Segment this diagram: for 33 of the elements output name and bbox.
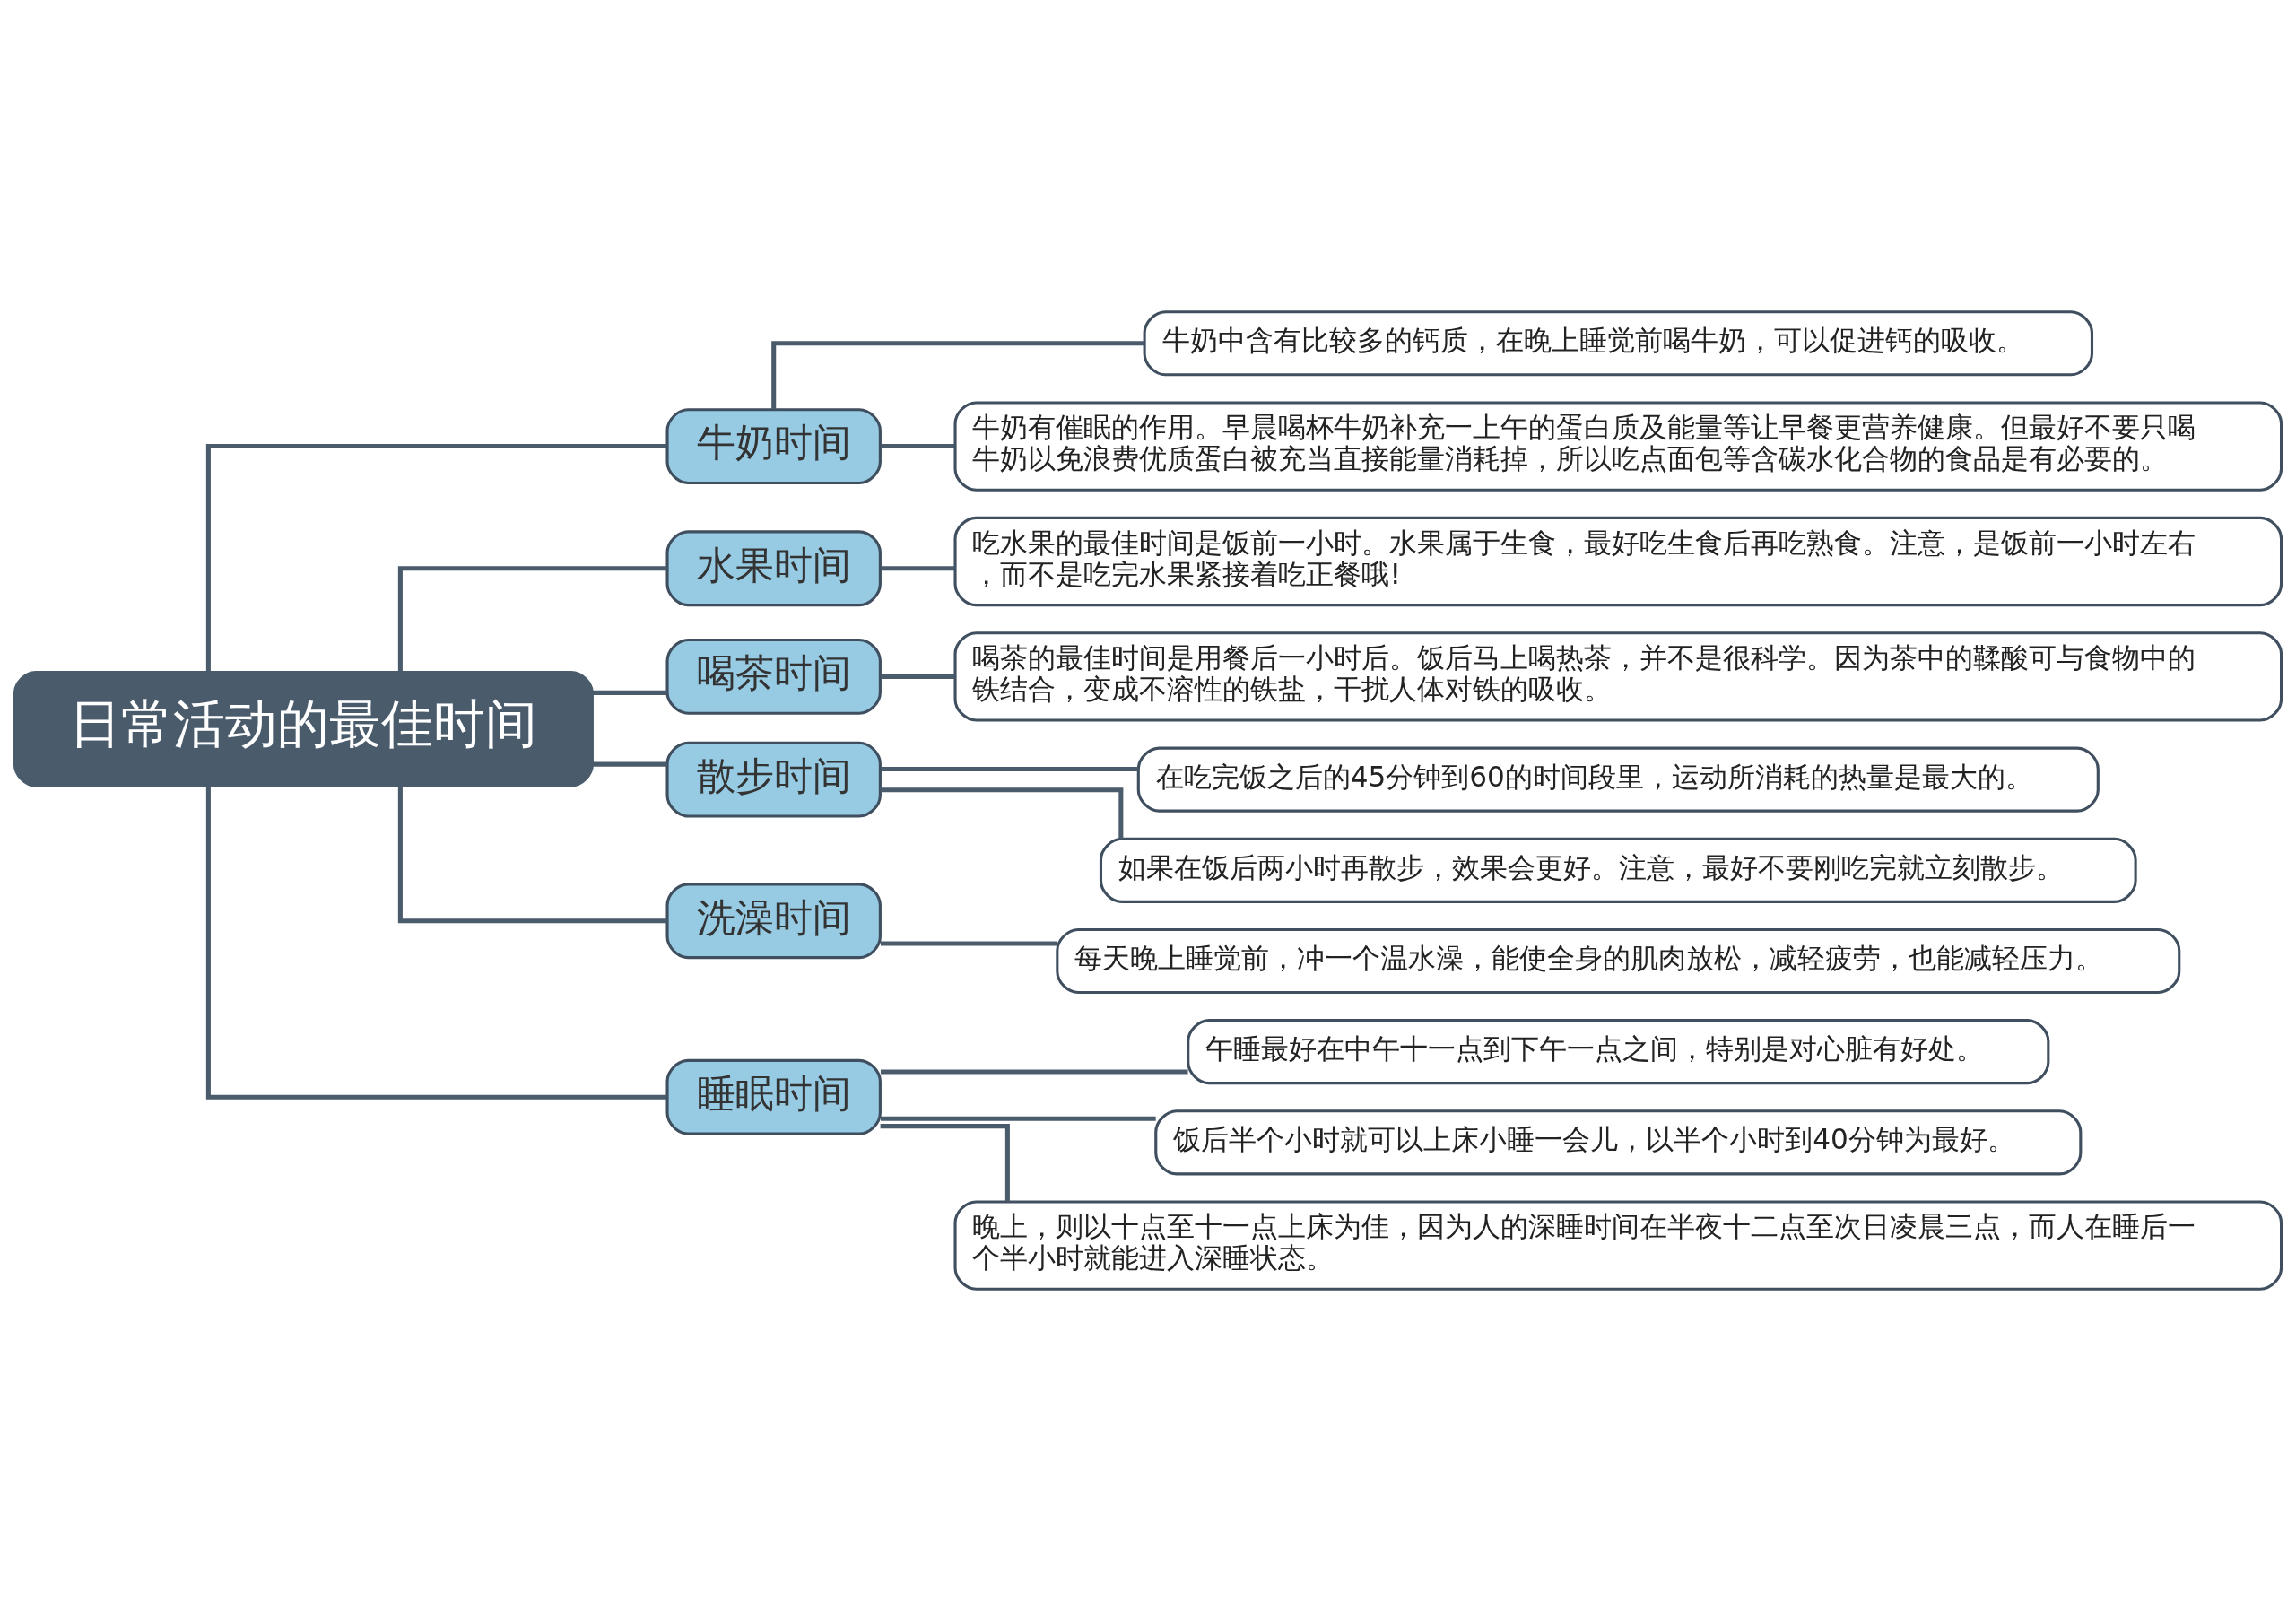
connector: [205, 444, 667, 672]
connector: [592, 761, 667, 767]
node-box: 每天晚上睡觉前，冲一个温水澡，能使全身的肌肉放松，减轻疲劳，也能减轻压力。: [1056, 927, 2181, 995]
node-box: 牛奶有催眠的作用。早晨喝杯牛奶补充一上午的蛋白质及能量等让早餐更营养健康。但最好不要只喝牛奶以免浪费优质蛋白被充当直接能量消耗掉，所以吃点面包等含碳水化合物的食品是有必要的。: [953, 401, 2283, 492]
node-box: 睡眠时间: [665, 1058, 882, 1135]
node-box: 牛奶中含有比较多的钙质，在晚上睡觉前喝牛奶，可以促进钙的吸收。: [1143, 310, 2094, 377]
connector: [592, 690, 667, 695]
connector: [771, 341, 1144, 410]
node-box: 午睡最好在中午十一点到下午一点之间，特别是对心脏有好处。: [1187, 1019, 2050, 1085]
connector: [880, 1069, 1188, 1075]
connector: [880, 444, 955, 449]
node-box: 牛奶时间: [665, 408, 882, 484]
connector: [880, 1124, 1010, 1202]
connector: [205, 786, 667, 1100]
node-box: 在吃完饭之后的45分钟到60的时间段里，运动所消耗的热量是最大的。: [1136, 746, 2100, 813]
node-box: 散步时间: [665, 741, 882, 818]
node-box: 喝茶的最佳时间是用餐后一小时后。饭后马上喝热茶，并不是很科学。因为茶中的鞣酸可与食物中的铁结合，变成不溶性的铁盐，干扰人体对铁的吸收。: [953, 631, 2283, 722]
connector: [880, 566, 955, 571]
node-box: 喝茶时间: [665, 638, 882, 715]
connector: [397, 566, 667, 673]
connector: [880, 1116, 1156, 1121]
node-box: 饭后半个小时就可以上床小睡一会儿，以半个小时到40分钟为最好。: [1154, 1109, 2083, 1176]
connector: [880, 941, 1057, 946]
node-box: 吃水果的最佳时间是饭前一小时。水果属于生食，最好吃生食后再吃熟食。注意，是饭前一小时左右，而不是吃完水果紧接着吃正餐哦!: [953, 516, 2283, 607]
connector: [880, 674, 955, 679]
node-box: 如果在饭后两小时再散步，效果会更好。注意，最好不要刚吃完就立刻散步。: [1099, 837, 2137, 903]
connector: [880, 766, 1138, 771]
node-box: 洗澡时间: [665, 883, 882, 960]
node-box: 水果时间: [665, 530, 882, 607]
connector: [397, 786, 667, 924]
node-box: 晚上，则以十点至十一点上床为佳，因为人的深睡时间在半夜十二点至次日凌晨三点，而人在睡后一个半小时就能进入深睡状态。: [953, 1200, 2283, 1291]
node-box: 日常活动的最佳时间: [13, 670, 594, 787]
connector: [880, 787, 1124, 839]
